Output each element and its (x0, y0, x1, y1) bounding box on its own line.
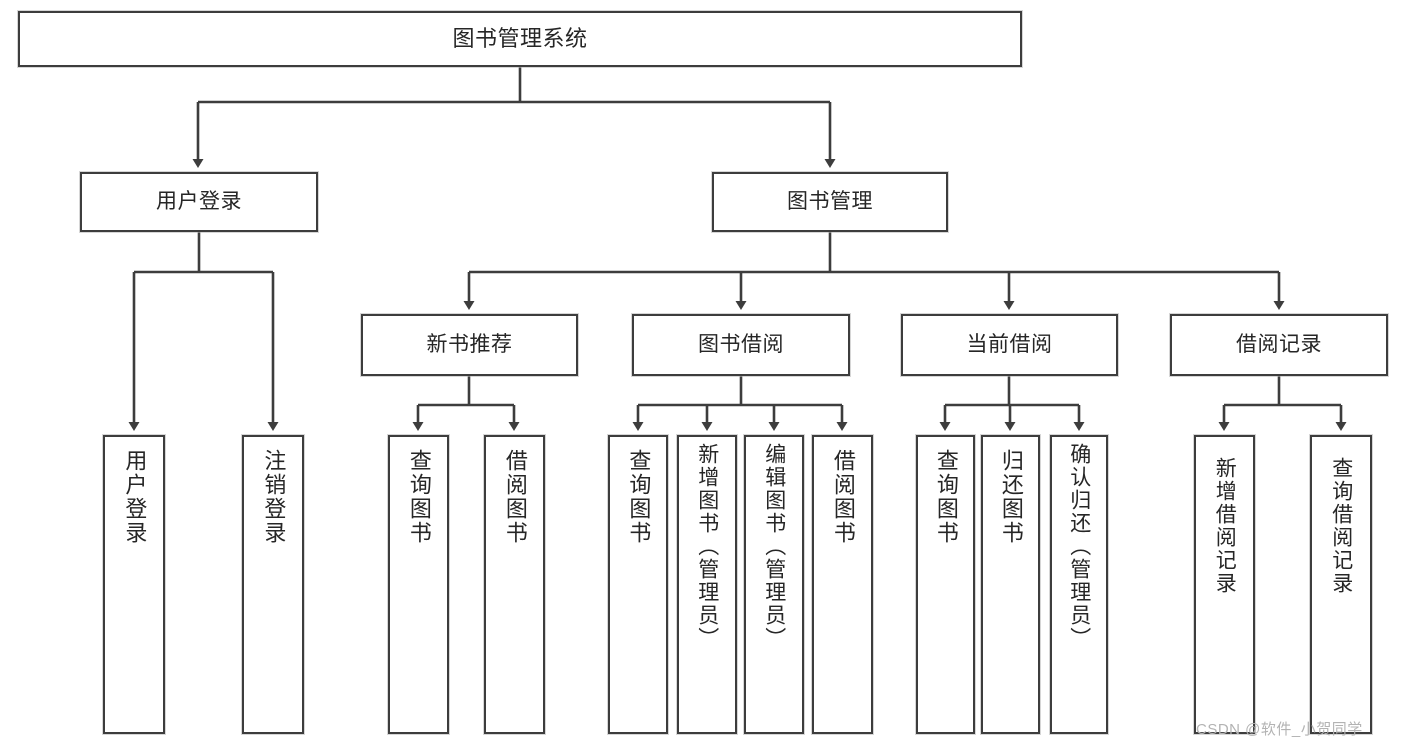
node-leaf-return-book-label: 归还图书 (998, 449, 1024, 545)
node-book-borrow[interactable]: 图书借阅 (632, 314, 850, 376)
node-borrow-record-label: 借阅记录 (1236, 333, 1322, 357)
node-user-login[interactable]: 用户登录 (80, 172, 318, 232)
node-leaf-logout[interactable]: 注销登录 (242, 435, 304, 734)
node-leaf-query-book-current-label: 查询图书 (933, 449, 959, 545)
node-leaf-borrow-book-label: 借阅图书 (830, 449, 856, 545)
node-leaf-add-book[interactable]: 新增图书（管理员） (677, 435, 737, 734)
node-leaf-return-book[interactable]: 归还图书 (981, 435, 1040, 734)
node-leaf-borrow-book[interactable]: 借阅图书 (812, 435, 873, 734)
node-current-borrow-label: 当前借阅 (966, 333, 1053, 357)
node-leaf-add-book-label: 新增图书（管理员） (695, 443, 719, 650)
node-user-login-label: 用户登录 (156, 190, 242, 214)
node-leaf-confirm-return[interactable]: 确认归还（管理员） (1050, 435, 1108, 734)
node-borrow-record[interactable]: 借阅记录 (1170, 314, 1388, 376)
node-leaf-query-book-recommend[interactable]: 查询图书 (388, 435, 449, 734)
node-leaf-query-book-borrow[interactable]: 查询图书 (608, 435, 668, 734)
watermark: CSDN @软件_小贺同学 (1196, 721, 1363, 738)
node-leaf-edit-book[interactable]: 编辑图书（管理员） (744, 435, 804, 734)
node-leaf-query-book-recommend-label: 查询图书 (406, 449, 432, 545)
node-leaf-confirm-return-label: 确认归还（管理员） (1067, 443, 1091, 650)
node-new-book-recommend[interactable]: 新书推荐 (361, 314, 578, 376)
node-book-management-label: 图书管理 (787, 190, 873, 214)
node-leaf-logout-label: 注销登录 (261, 449, 287, 545)
node-current-borrow[interactable]: 当前借阅 (901, 314, 1118, 376)
node-leaf-query-book-borrow-label: 查询图书 (626, 449, 652, 545)
node-leaf-borrow-book-recommend[interactable]: 借阅图书 (484, 435, 545, 734)
node-leaf-user-login-label: 用户登录 (122, 449, 148, 545)
node-root[interactable]: 图书管理系统 (18, 11, 1022, 67)
node-leaf-edit-book-label: 编辑图书（管理员） (762, 443, 786, 650)
node-leaf-user-login[interactable]: 用户登录 (103, 435, 165, 734)
node-root-label: 图书管理系统 (452, 25, 588, 51)
node-leaf-query-book-current[interactable]: 查询图书 (916, 435, 975, 734)
node-leaf-query-borrow-record[interactable]: 查询借阅记录 (1310, 435, 1372, 734)
node-leaf-borrow-book-recommend-label: 借阅图书 (502, 449, 528, 545)
node-new-book-recommend-label: 新书推荐 (426, 333, 513, 357)
node-book-borrow-label: 图书借阅 (698, 333, 784, 357)
node-leaf-add-borrow-record[interactable]: 新增借阅记录 (1194, 435, 1255, 734)
node-book-management[interactable]: 图书管理 (712, 172, 948, 232)
node-leaf-add-borrow-record-label: 新增借阅记录 (1213, 457, 1237, 595)
node-leaf-query-borrow-record-label: 查询借阅记录 (1329, 457, 1353, 595)
